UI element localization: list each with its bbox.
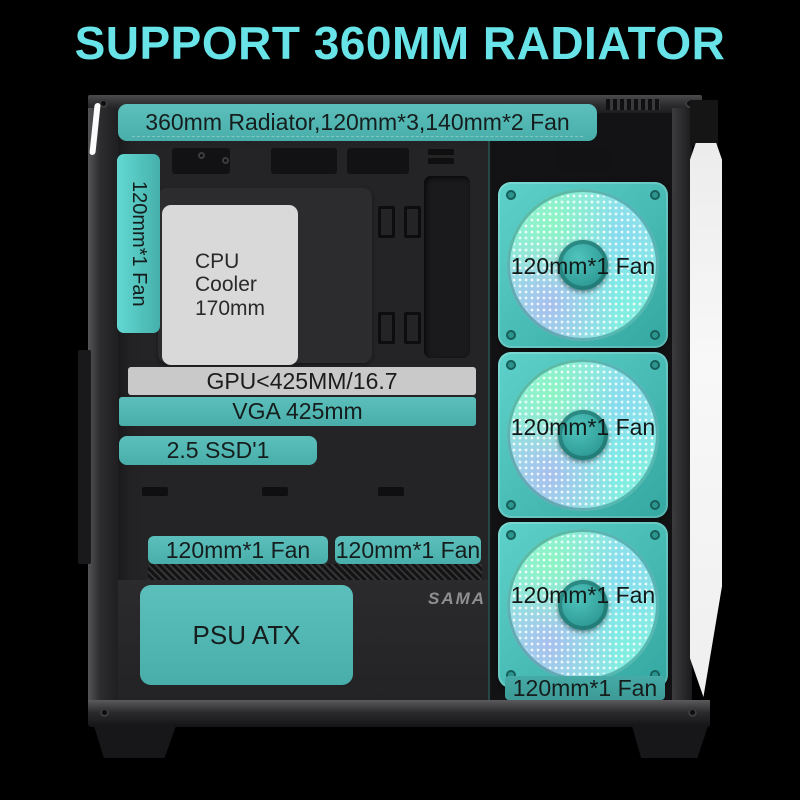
fan-blade-mesh [507,529,659,681]
side-fan-3: 120mm*1 Fan [498,522,668,688]
fan-mount-cutout [142,487,168,496]
page-title: SUPPORT 360MM RADIATOR [74,17,726,69]
bottom-fan-label-1: 120mm*1 Fan [148,536,328,564]
fan-screw-icon [650,530,660,540]
fan-screw-icon [650,190,660,200]
side-fan-2-label: 120mm*1 Fan [510,414,656,440]
psu-label: PSU ATX [140,585,353,685]
fan-blade-mesh [507,189,659,341]
cable-routing-slot [424,176,470,358]
fan-hub [558,240,608,290]
top-cutout [347,148,409,174]
tie-slot [404,312,421,344]
vga-clearance-label: VGA 425mm [119,397,476,426]
side-fan-3-label: 120mm*1 Fan [510,582,656,608]
shroud-mesh-vent [148,564,482,580]
bottom-fan-label-2: 120mm*1 Fan [335,536,481,564]
top-banner-label: 360mm Radiator,120mm*3,140mm*2 Fan [118,104,597,141]
tie-slot [378,312,395,344]
side-fan-1: 120mm*1 Fan [498,182,668,348]
side-fan-1-label: 120mm*1 Fan [510,253,656,279]
screw-icon [100,708,109,717]
fan-screw-icon [650,360,660,370]
cable-clamp [428,149,454,155]
fan-screw-icon [650,500,660,510]
fan-screw-icon [506,360,516,370]
fan-screw-icon [506,670,516,680]
screw-icon [688,708,697,717]
side-fan-2: 120mm*1 Fan [498,352,668,518]
fan-screw-icon [506,500,516,510]
left-fan-label: 120mm*1 Fan [117,154,160,333]
fan-screw-icon [506,530,516,540]
fan-hub [558,580,608,630]
screw-icon [222,157,229,164]
side-panel-edge [78,350,91,564]
case-foot-left [94,726,176,758]
fan-mount-cutout [378,487,404,496]
case-right-frame [672,108,692,702]
case-bottom-rail [88,700,710,727]
brand-logo: SAMA [428,589,487,608]
fan-screw-icon [650,670,660,680]
top-vent-grille [606,99,660,110]
fan-mount-cutout [262,487,288,496]
screw-icon [198,152,205,159]
case-left-frame [88,108,118,706]
case-foot-right [632,726,708,758]
tie-slot [378,206,395,238]
fan-screw-icon [650,330,660,340]
fan-screw-icon [506,330,516,340]
ssd-label: 2.5 SSD'1 [119,436,317,465]
fan-screw-icon [506,190,516,200]
tie-slot [404,206,421,238]
screw-icon [685,99,694,108]
glass-corner [690,100,718,146]
glass-edge-highlight [690,143,722,697]
fan-hub [558,410,608,460]
gpu-clearance-label: GPU<425MM/16.7 [128,367,476,395]
screw-icon [99,99,108,108]
top-cutout [271,148,337,174]
bottom-right-fan-label: 120mm*1 Fan [505,675,665,701]
cpu-cooler-label: CPU Cooler 170mm [162,205,298,365]
top-cutout [556,146,614,170]
